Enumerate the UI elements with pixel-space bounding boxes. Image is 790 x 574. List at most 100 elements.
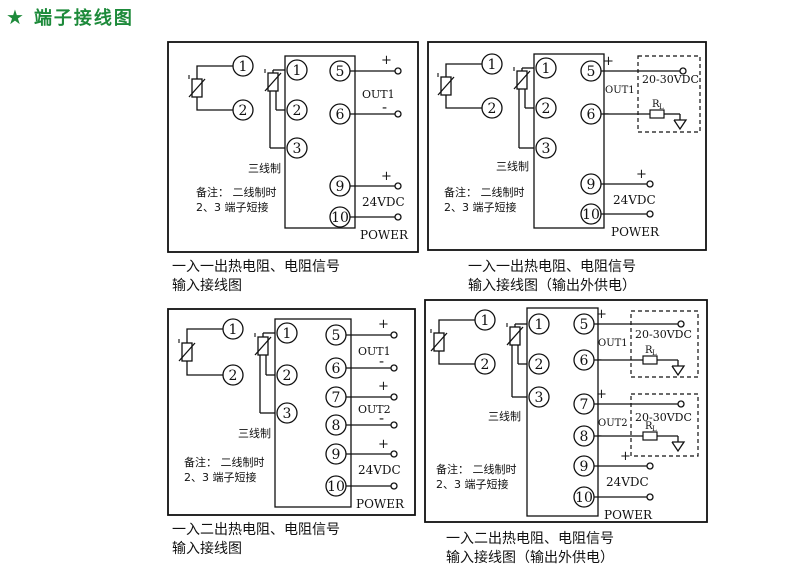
external-supply-box [630,310,699,378]
page-title: 端子接线图 [33,8,134,29]
terminal-number: 6 [336,107,345,123]
caption-line: 一入一出热电阻、电阻信号 [468,259,636,275]
minus-sign: - [379,409,384,427]
caption-line: 输入接线图 [172,278,242,294]
power-label: POWER [360,228,409,242]
terminal-number: 5 [580,317,589,333]
terminal-2 [535,97,557,119]
plus-sign: + [381,53,392,68]
output-label: OUT1 [605,85,635,96]
plus-sign: + [378,317,389,332]
transmitter-module [274,318,352,508]
diagram-frame [424,299,708,523]
note-label: 2、3 端子短接 [444,200,517,214]
note-label: 2、3 端子短接 [196,200,269,214]
plus-sign: + [378,437,389,452]
sensor-slash [437,76,455,96]
diagram-frame [167,41,419,253]
sensor-wire [445,95,482,109]
sensor-slash [513,70,531,90]
caption-line: 输入接线图 [172,541,242,557]
sensor-slash [506,326,524,346]
terminal-number: 9 [336,179,345,195]
supply-terminal-ring [677,320,685,328]
terminal-number: 10 [327,479,345,495]
ground-icon [671,441,686,453]
minus-sign: - [379,352,384,370]
sensor-slash [430,332,448,352]
terminal-number: 1 [542,61,551,77]
plus-sign: + [636,167,647,182]
terminal-number: 9 [587,177,596,193]
output-label: OUT1 [598,338,628,349]
supply-voltage-label: 20-30VDC [635,328,692,341]
terminal-2 [286,99,308,121]
terminal-number: 6 [580,353,589,369]
output-terminal-ring [390,364,398,372]
terminal-number: 5 [332,328,341,344]
terminal-1 [276,322,298,344]
terminal-number: 10 [331,210,349,226]
terminal-number: 9 [332,447,341,463]
terminal-1 [535,57,557,79]
output-terminal-ring [390,331,398,339]
plus-sign: + [603,54,614,69]
caption-line: 一入二出热电阻、电阻信号 [446,531,614,547]
output-terminal-ring [390,393,398,401]
load-label-sub: L [659,103,664,111]
caption-line: 输入接线图（输出外供电） [446,550,614,566]
power-terminal-ring [394,182,402,190]
three-wire-label: 三线制 [248,161,281,175]
minus-sign: - [597,350,602,368]
note-label: 2、3 端子短接 [436,477,509,491]
output-label: OUT2 [358,403,391,416]
sensor-wire [438,319,475,333]
terminal-number: 1 [481,313,490,329]
sensor-wire [196,65,233,79]
terminal-3 [528,386,550,408]
terminal-number: 5 [587,64,596,80]
plus-sign: + [596,387,607,402]
note-label: 2、3 端子短接 [184,470,257,484]
external-supply-box [630,393,699,457]
terminal-number: 8 [580,429,589,445]
terminal-number: 2 [542,101,551,117]
plus-sign: + [596,307,607,322]
power-terminal-ring [646,493,654,501]
terminal-1 [528,313,550,335]
terminal-number: 6 [332,361,341,377]
terminal-number: 1 [535,317,544,333]
terminal-number: 3 [283,406,292,422]
power-terminal-ring [394,213,402,221]
power-voltage-label: 24VDC [606,475,649,489]
terminal-number: 2 [283,368,292,384]
caption-diagram-4: 一入二出热电阻、电阻信号 输入接线图（输出外供电） [446,530,614,568]
output-label: OUT1 [362,88,395,101]
terminal-number: 8 [332,418,341,434]
star-icon: ★ [6,5,24,29]
load-label-sub: L [652,425,657,433]
terminal-2 [276,364,298,386]
terminal-number: 1 [239,59,248,75]
terminal-2 [528,353,550,375]
terminal-number: 2 [239,103,248,119]
caption-line: 一入二出热电阻、电阻信号 [172,522,340,538]
terminal-number: 2 [293,103,302,119]
terminal-number: 9 [580,459,589,475]
terminal-number: 2 [229,368,238,384]
sensor-wire [186,328,223,343]
note-label: 备注： 二线制时 [196,185,277,199]
minus-sign: - [382,98,387,116]
transmitter-module [526,307,599,517]
terminal-number: 3 [542,141,551,157]
transmitter-module [284,55,356,229]
load-label: R [645,345,653,356]
sensor-slash [178,342,196,362]
power-terminal-ring [646,462,654,470]
power-label: POWER [611,225,660,239]
output-label: OUT1 [358,345,391,358]
terminal-3 [286,137,308,159]
power-label: POWER [604,508,653,522]
